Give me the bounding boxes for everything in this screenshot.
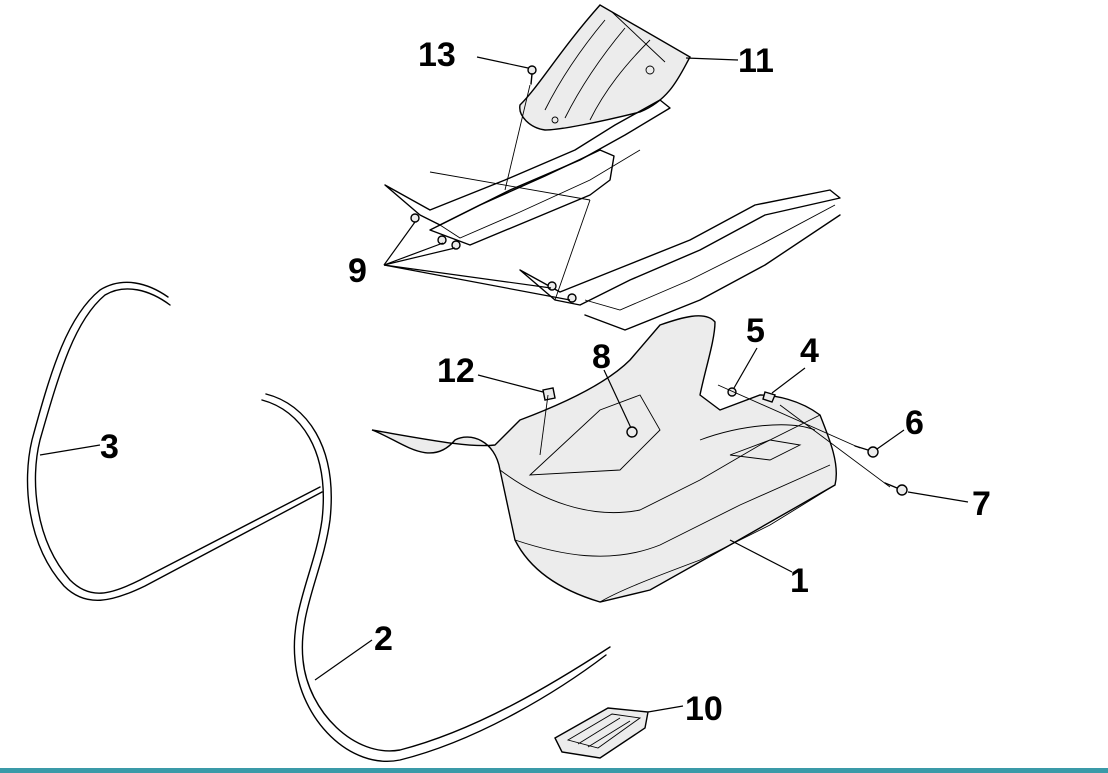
part-3-seal-strip <box>26 281 323 601</box>
callout-10: 10 <box>685 690 723 728</box>
upper-rails <box>384 99 841 331</box>
callout-3: 3 <box>100 428 119 466</box>
callout-7: 7 <box>972 485 991 523</box>
callout-6: 6 <box>905 404 924 442</box>
callout-5: 5 <box>746 312 765 350</box>
part-13-screw <box>527 65 537 85</box>
part-4-bracket <box>762 391 776 403</box>
part-11-front-cover <box>519 4 691 131</box>
part-12-clip <box>542 387 556 401</box>
part-8-fastener <box>626 426 638 438</box>
callout-12: 12 <box>437 352 475 390</box>
leader-lines <box>39 56 969 713</box>
callout-1: 1 <box>790 562 809 600</box>
part-1-floor-panel <box>371 315 837 603</box>
callout-8: 8 <box>592 338 611 376</box>
callout-9: 9 <box>348 252 367 290</box>
callout-11: 11 <box>738 42 774 80</box>
part-7-bolt <box>884 482 908 496</box>
callout-13: 13 <box>418 36 456 74</box>
callout-4: 4 <box>800 332 819 370</box>
part-10-rubber-mat <box>554 707 649 759</box>
callout-2: 2 <box>374 620 393 658</box>
bottom-border-bar <box>0 768 1108 773</box>
part-2-trim-strip <box>261 393 611 762</box>
